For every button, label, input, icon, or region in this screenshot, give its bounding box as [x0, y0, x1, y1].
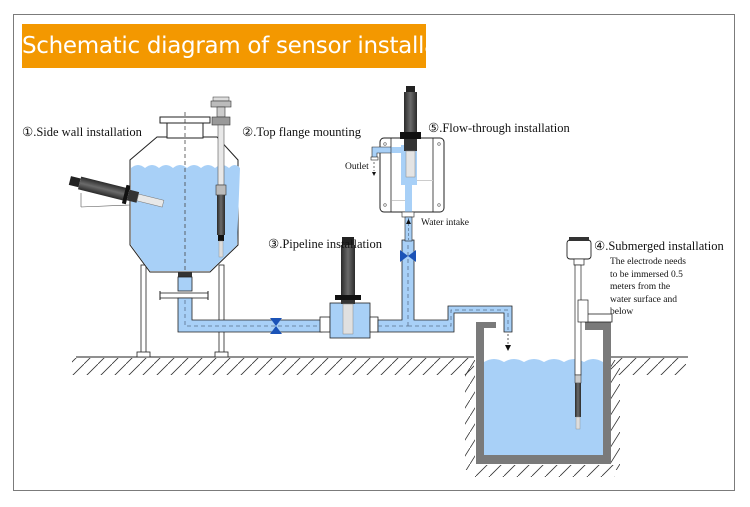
side-wall-dimension: [80, 193, 131, 208]
sensor-side-wall: [68, 176, 165, 208]
submerged-note-line: water surface and: [610, 294, 677, 305]
valve-horizontal: [270, 318, 282, 334]
submerged-note-line: The electrode needs: [610, 257, 686, 267]
sensor-top-flange: [210, 96, 232, 258]
sensor-pipeline: [335, 237, 361, 335]
label-pipeline-installation: ③.Pipeline installation: [268, 237, 382, 251]
label-top-flange-mounting: ②.Top flange mounting: [242, 125, 361, 139]
diagram-frame: [13, 14, 735, 491]
submerged-note: The electrode needs to be immersed 0.5 m…: [610, 256, 720, 319]
sump-water: [484, 359, 603, 455]
label-outlet: Outlet: [345, 162, 369, 172]
sensor-submerged: [566, 237, 592, 430]
label-side-wall-installation: ①.Side wall installation: [22, 125, 142, 139]
submerged-note-line: to be immersed 0.5: [610, 269, 683, 280]
tank: [129, 112, 240, 358]
sensor-flow-through: [400, 86, 421, 178]
ground: [72, 356, 688, 375]
submerged-note-line: meters from the: [610, 282, 671, 292]
label-water-intake: Water intake: [421, 218, 470, 228]
submerged-note-line: below: [610, 307, 634, 317]
label-flow-through-installation: ⑤.Flow-through installation: [428, 121, 570, 135]
sump-pit: [465, 313, 620, 477]
valve-vertical: [400, 250, 416, 262]
label-submerged-installation: ④.Submerged installation: [594, 239, 724, 253]
